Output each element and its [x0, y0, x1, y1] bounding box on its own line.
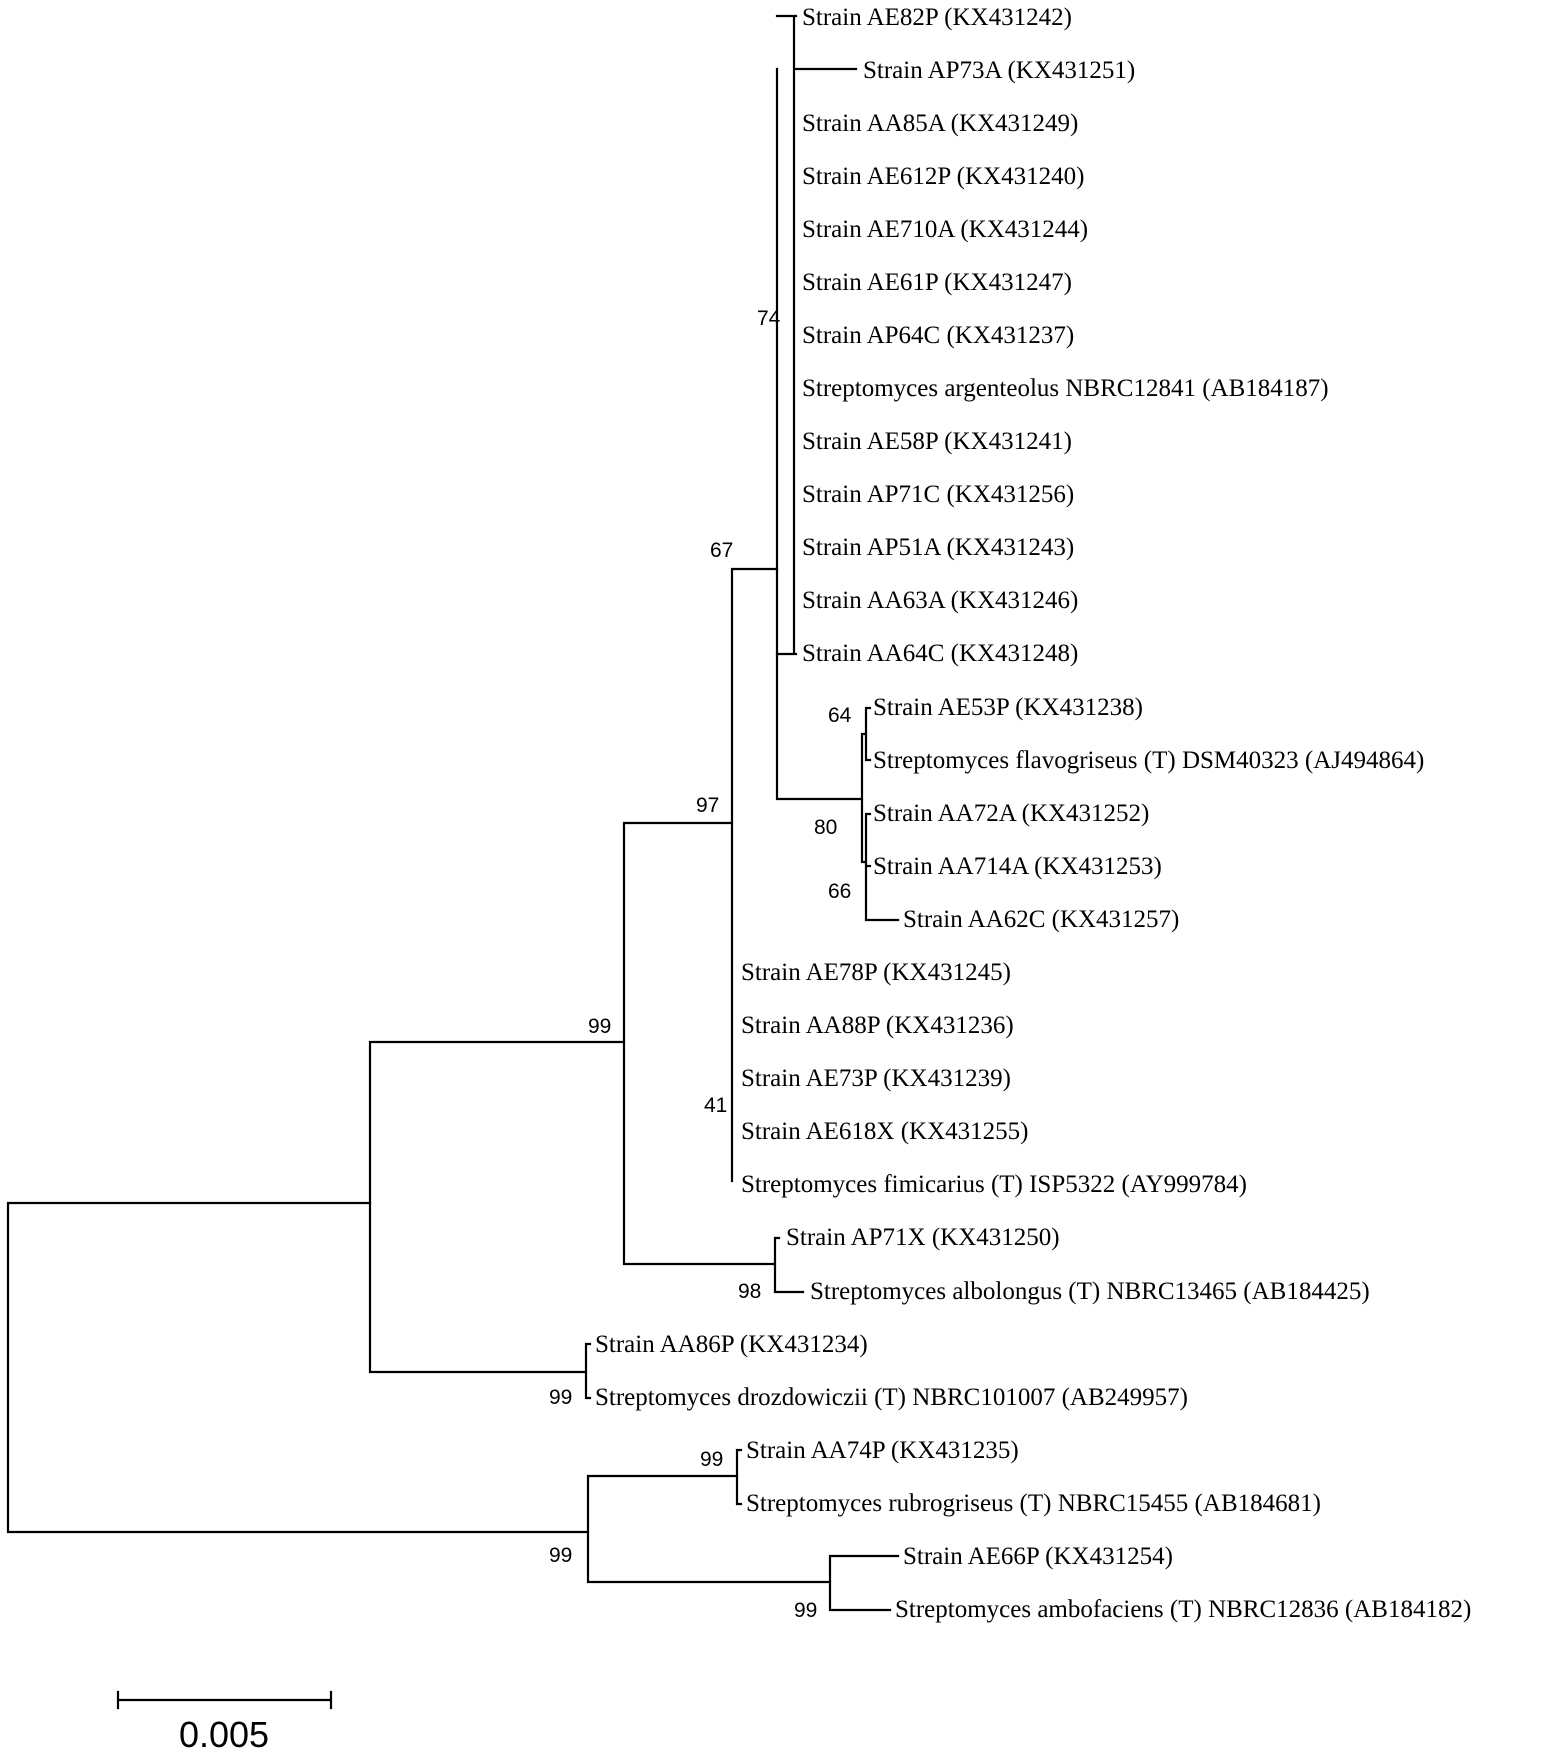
bootstrap-value: 66 — [828, 880, 851, 903]
bootstrap-value: 67 — [710, 539, 733, 562]
leaf-label: Streptomyces drozdowiczii (T) NBRC101007… — [595, 1384, 1188, 1411]
clade-99-rubrogriseus — [735, 1448, 743, 1506]
bootstrap-value: 99 — [588, 1015, 611, 1038]
clade-64 — [864, 706, 872, 762]
leaf-label: Strain AP71C (KX431256) — [802, 481, 1074, 508]
leaf-label: Strain AE61P (KX431247) — [802, 269, 1072, 296]
leaf-label: Strain AP51A (KX431243) — [802, 534, 1074, 561]
clade-74 — [775, 67, 864, 801]
leaf-label: Strain AE78P (KX431245) — [741, 959, 1011, 986]
leaf-label: Streptomyces ambofaciens (T) NBRC12836 (… — [895, 1596, 1471, 1623]
leaf-label: Strain AA62C (KX431257) — [903, 906, 1179, 933]
clade-98 — [773, 1236, 805, 1294]
bootstrap-value: 41 — [704, 1094, 727, 1117]
bootstrap-value: 64 — [828, 704, 852, 727]
bootstrap-value: 98 — [738, 1280, 761, 1303]
leaf-label: Strain AE82P (KX431242) — [802, 4, 1072, 31]
clade-74-taxa-branches — [775, 14, 858, 656]
leaf-label: Strain AE53P (KX431238) — [873, 694, 1143, 721]
leaf-label: Strain AE710A (KX431244) — [802, 216, 1088, 243]
bootstrap-value: 74 — [757, 307, 781, 330]
leaf-label: Strain AP71X (KX431250) — [786, 1224, 1060, 1251]
leaf-label: Strain AA86P (KX431234) — [595, 1331, 868, 1358]
clade-99-upper — [368, 1040, 626, 1374]
scale-bar-label: 0.005 — [179, 1714, 269, 1752]
leaf-label: Strain AA64C (KX431248) — [802, 640, 1078, 667]
leaf-label: Strain AE73P (KX431239) — [741, 1065, 1011, 1092]
leaf-label: Strain AP73A (KX431251) — [863, 57, 1135, 84]
leaf-label: Strain AA74P (KX431235) — [746, 1437, 1019, 1464]
bootstrap-values: 74 67 64 80 66 97 41 99 98 99 99 99 99 — [549, 307, 852, 1622]
scale-bar: 0.005 — [116, 1690, 333, 1752]
bootstrap-value: 97 — [696, 794, 719, 817]
leaf-label: Strain AA714A (KX431253) — [873, 853, 1162, 880]
clade-99-ambofaciens — [828, 1554, 900, 1612]
scale-bar-line — [116, 1690, 333, 1710]
leaf-label: Strain AA88P (KX431236) — [741, 1012, 1014, 1039]
clade-99-lower — [586, 1474, 832, 1584]
tree-branches — [6, 14, 900, 1612]
clade-66 — [864, 812, 900, 922]
leaf-label: Streptomyces fimicarius (T) ISP5322 (AY9… — [741, 1171, 1247, 1198]
clade-67 — [730, 567, 779, 1183]
leaf-label: Strain AA72A (KX431252) — [873, 800, 1149, 827]
leaf-label: Strain AE66P (KX431254) — [903, 1543, 1173, 1570]
leaf-labels: Strain AE82P (KX431242) Strain AP73A (KX… — [595, 4, 1471, 1623]
leaf-label: Streptomyces flavogriseus (T) DSM40323 (… — [873, 747, 1424, 774]
clade-97 — [622, 821, 777, 1266]
root-branch — [6, 1201, 590, 1534]
leaf-label: Strain AP64C (KX431237) — [802, 322, 1074, 349]
bootstrap-value: 80 — [814, 816, 837, 839]
leaf-label: Strain AE612P (KX431240) — [802, 163, 1084, 190]
bootstrap-value: 99 — [794, 1599, 817, 1622]
bootstrap-value: 99 — [549, 1386, 572, 1409]
leaf-label: Streptomyces albolongus (T) NBRC13465 (A… — [810, 1278, 1370, 1305]
leaf-label: Strain AE58P (KX431241) — [802, 428, 1072, 455]
clade-99-drozdowiczii — [584, 1342, 592, 1400]
leaf-label: Streptomyces rubrogriseus (T) NBRC15455 … — [746, 1490, 1321, 1517]
leaf-label: Streptomyces argenteolus NBRC12841 (AB18… — [802, 375, 1329, 402]
leaf-label: Strain AA63A (KX431246) — [802, 587, 1078, 614]
leaf-label: Strain AE618X (KX431255) — [741, 1118, 1028, 1145]
bootstrap-value: 99 — [700, 1448, 723, 1471]
bootstrap-value: 99 — [549, 1544, 572, 1567]
leaf-label: Strain AA85A (KX431249) — [802, 110, 1078, 137]
